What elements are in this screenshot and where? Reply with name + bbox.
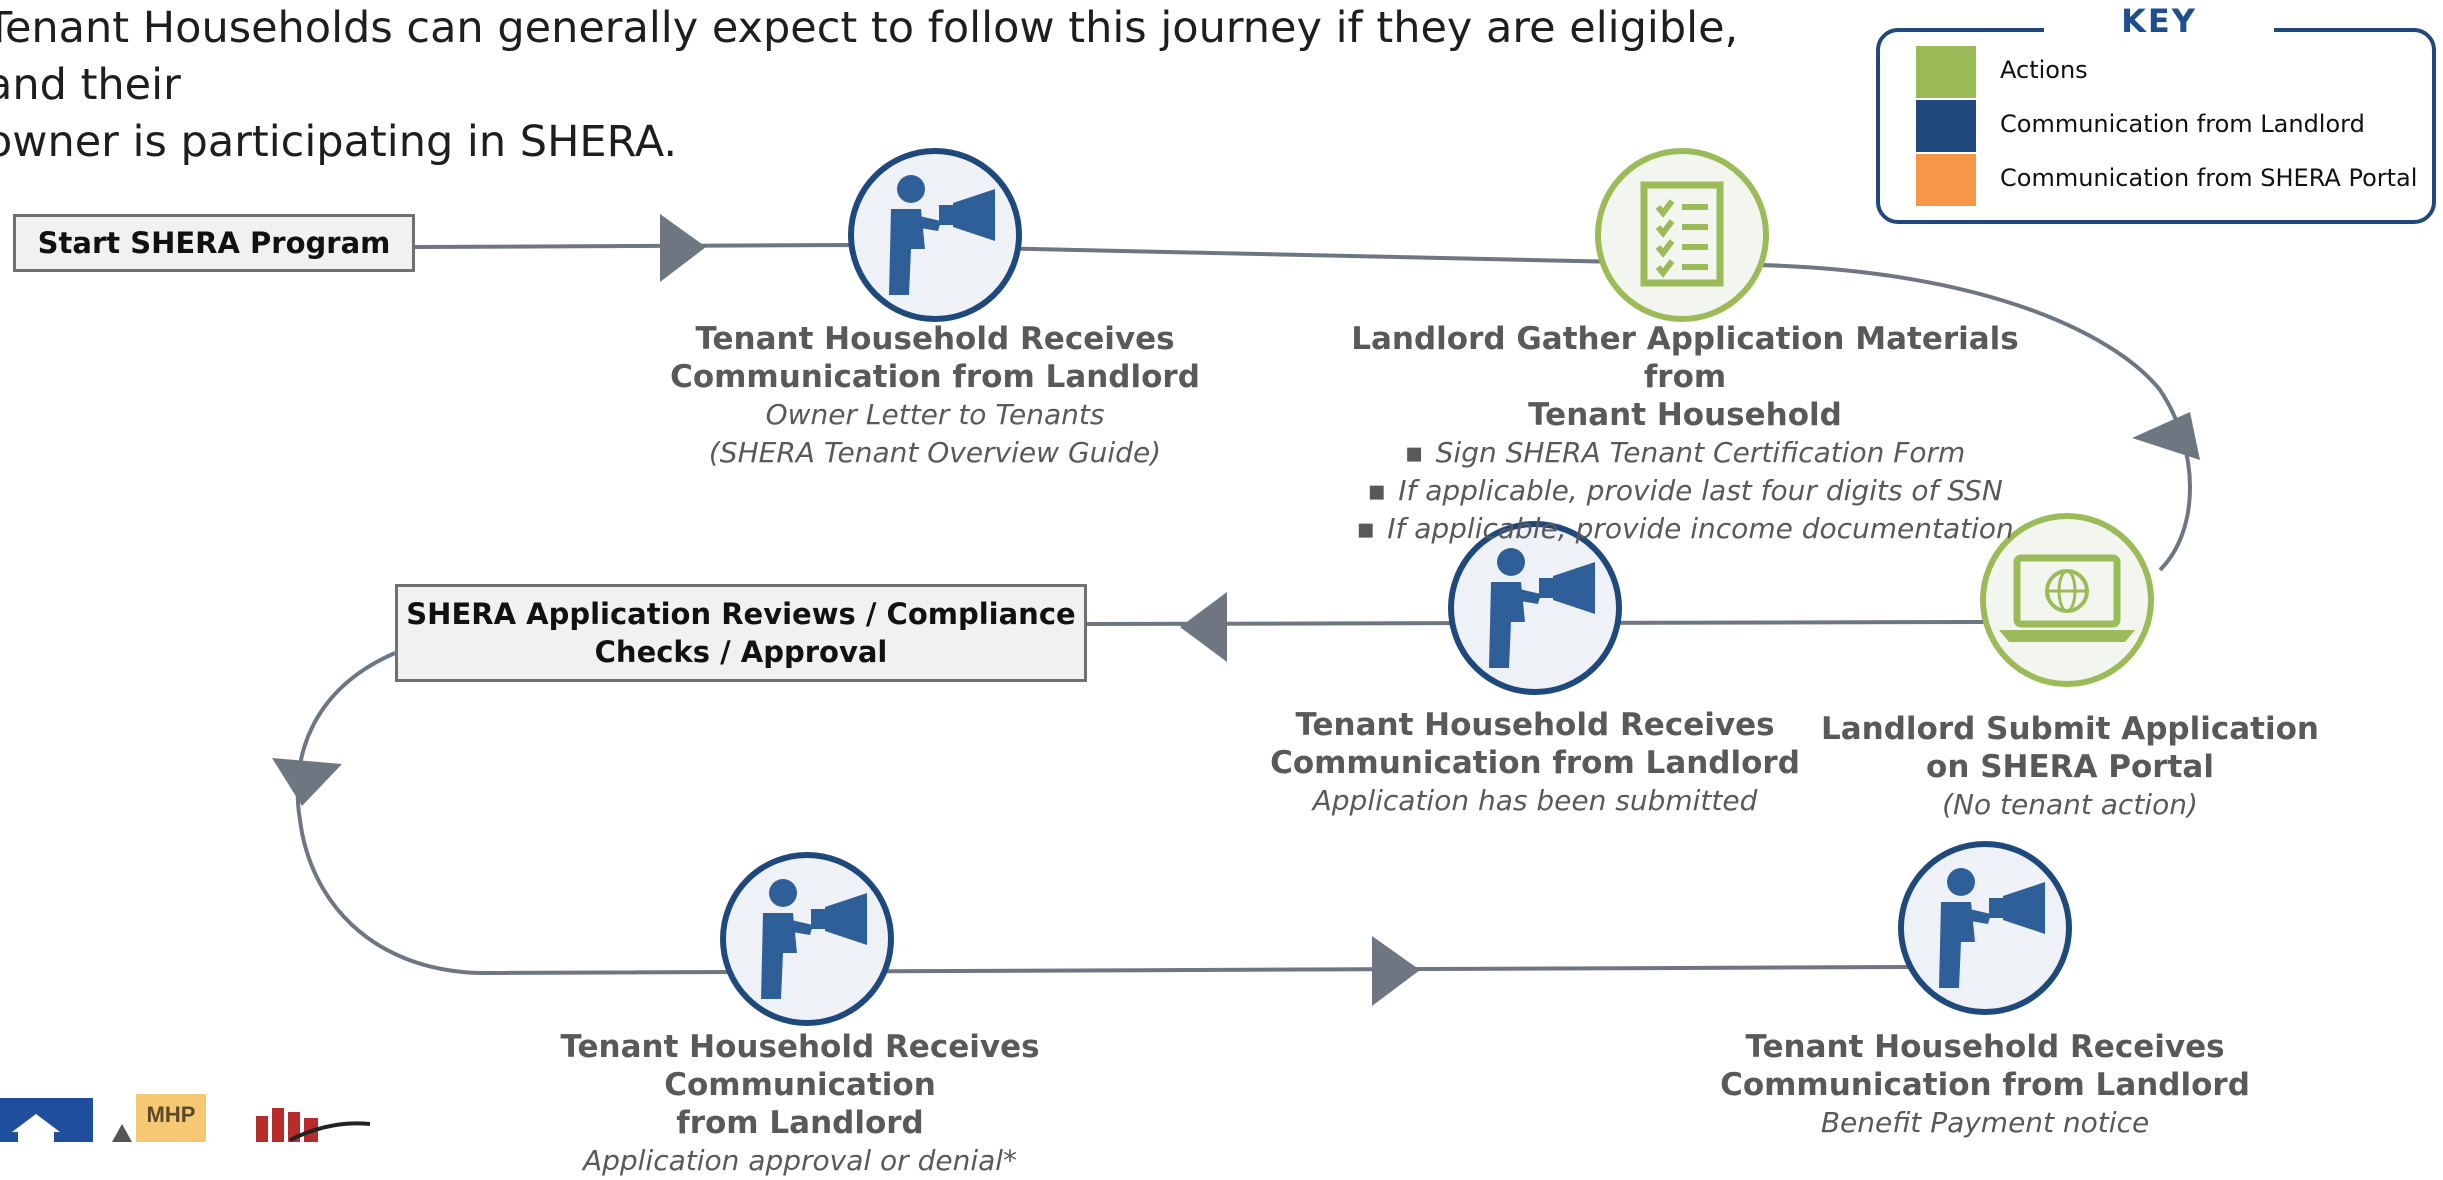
legend-swatch-landlord	[1916, 100, 1976, 152]
step-2-title-1: Landlord Gather Application Materials fr…	[1351, 321, 2019, 395]
step-3-label: Landlord Submit Application on SHERA Por…	[1800, 710, 2340, 824]
arrowhead	[272, 758, 342, 806]
laptop-globe-icon	[1980, 513, 2154, 687]
step-1-sub-2: (SHERA Tenant Overview Guide)	[708, 436, 1162, 469]
step-4-title-2: Communication from Landlord	[1270, 745, 1800, 781]
review-box-line-2: Checks / Approval	[594, 635, 888, 669]
megaphone-person-icon	[848, 148, 1022, 322]
logo-mhp: MHP	[112, 1094, 206, 1142]
legend-swatch-portal	[1916, 154, 1976, 206]
step-2-title-2: Tenant Household	[1528, 397, 1842, 433]
step-5-title-1: Tenant Household Receives Communication	[560, 1029, 1040, 1103]
megaphone-person-icon	[1448, 521, 1622, 695]
arrowhead	[1372, 936, 1420, 1006]
intro-text: Tenant Households can generally expect t…	[0, 0, 1826, 171]
step-1-sub-1: Owner Letter to Tenants	[765, 398, 1105, 431]
legend-label-portal: Communication from SHERA Portal	[2000, 164, 2418, 192]
step-6-title-1: Tenant Household Receives	[1745, 1029, 2225, 1065]
step-1-label: Tenant Household Receives Communication …	[640, 320, 1230, 472]
step-2-bullet: If applicable, provide last four digits …	[1330, 472, 2040, 510]
path-segment-3	[295, 651, 1911, 976]
step-4-sub-1: Application has been submitted	[1312, 784, 1758, 817]
review-box: SHERA Application Reviews / Compliance C…	[395, 584, 1087, 682]
review-box-line-1: SHERA Application Reviews / Compliance	[406, 597, 1076, 631]
step-2-bullet: Sign SHERA Tenant Certification Form	[1330, 434, 2040, 472]
logo-building-icon	[256, 1108, 371, 1142]
legend-title: KEY	[2044, 2, 2274, 40]
checklist-icon	[1595, 148, 1769, 322]
start-box-label: Start SHERA Program	[37, 226, 391, 260]
step-2-bullets: Sign SHERA Tenant Certification Form If …	[1330, 434, 2040, 548]
step-6-title-2: Communication from Landlord	[1720, 1067, 2250, 1103]
step-3-sub-1: (No tenant action)	[1942, 788, 2198, 821]
arrowhead	[660, 214, 706, 282]
journey-diagram: MHP	[0, 148, 2200, 1142]
step-5-title-2: from Landlord	[676, 1105, 924, 1141]
step-2-bullet: If applicable, provide income documentat…	[1330, 510, 2040, 548]
step-4-title-1: Tenant Household Receives	[1295, 707, 1775, 743]
step-5-sub-1: Application approval or denial*	[582, 1144, 1018, 1177]
step-5-label: Tenant Household Receives Communication …	[430, 1028, 1170, 1180]
step-6-label: Tenant Household Receives Communication …	[1700, 1028, 2270, 1142]
arrowhead	[1180, 592, 1227, 662]
megaphone-person-icon	[1898, 841, 2072, 1015]
start-box: Start SHERA Program	[13, 214, 415, 272]
step-1-title-2: Communication from Landlord	[670, 359, 1200, 395]
logo-mhp-text: MHP	[147, 1102, 196, 1127]
legend-label-landlord: Communication from Landlord	[2000, 110, 2365, 138]
arrowheads	[272, 214, 2200, 1006]
megaphone-person-icon	[720, 852, 894, 1026]
arrowhead	[2132, 412, 2200, 460]
logo-house-icon	[0, 1098, 93, 1142]
legend-label-actions: Actions	[2000, 56, 2088, 84]
legend-swatch-actions	[1916, 46, 1976, 98]
intro-line-1: Tenant Households can generally expect t…	[0, 3, 1739, 110]
step-6-sub-1: Benefit Payment notice	[1820, 1106, 2150, 1139]
step-3-title-1: Landlord Submit Application	[1821, 711, 2319, 747]
step-1-title-1: Tenant Household Receives	[695, 321, 1175, 357]
step-3-title-2: on SHERA Portal	[1926, 749, 2214, 785]
step-4-label: Tenant Household Receives Communication …	[1250, 706, 1820, 820]
step-2-label: Landlord Gather Application Materials fr…	[1330, 320, 2040, 548]
intro-line-2: owner is participating in SHERA.	[0, 117, 678, 167]
